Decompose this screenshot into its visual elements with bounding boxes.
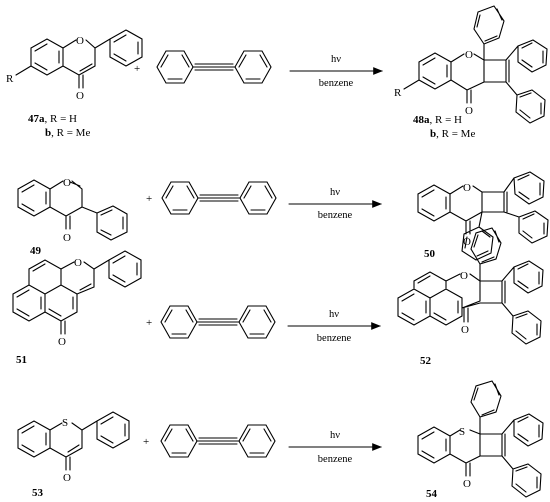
reaction-arrow: hν benzene — [289, 54, 384, 89]
compound-label-47b: b, R = Me — [45, 127, 90, 139]
arrow-condition-below: benzene — [317, 333, 352, 344]
ring-oxygen-label: O — [63, 177, 71, 189]
compound-label-53: 53 — [32, 487, 44, 499]
diphenylacetylene — [156, 50, 272, 84]
carbonyl-oxygen-label: O — [461, 324, 469, 336]
reaction-row-2: O O 49 + hν benzene O O 50 — [17, 171, 549, 261]
arrow-condition-below: benzene — [318, 210, 353, 221]
reaction-arrow: hν benzene — [287, 309, 382, 344]
compound-label-47: 47a, R = H — [28, 113, 77, 125]
flavone-47: O O R — [6, 29, 143, 102]
arrow-condition-below: benzene — [318, 454, 353, 465]
compound-label-54: 54 — [426, 488, 438, 500]
arrow-condition-above: hν — [329, 309, 339, 320]
compound-label-49: 49 — [30, 245, 42, 257]
carbonyl-oxygen-label: O — [58, 336, 66, 348]
reaction-row-1: O O R 47a, R = H b, R = Me + hν benzene … — [6, 5, 548, 140]
ring-oxygen-label: O — [74, 257, 82, 269]
carbonyl-oxygen-label: O — [76, 90, 84, 102]
carbonyl-oxygen-label: O — [63, 472, 71, 484]
carbonyl-oxygen-label: O — [463, 236, 471, 248]
carbonyl-oxygen-label: O — [63, 232, 71, 244]
substituent-label: R — [6, 73, 14, 85]
cycloadduct-48: O O R — [394, 5, 548, 124]
reaction-row-3: O O 51 + hν benzene O O 52 — [12, 227, 544, 367]
diphenylacetylene — [161, 181, 277, 215]
compound-label-51: 51 — [16, 354, 27, 366]
plus-sign: + — [146, 317, 152, 329]
ring-oxygen-label: O — [463, 182, 471, 194]
ring-oxygen-label: O — [465, 49, 473, 61]
cycloadduct-52: O O — [397, 227, 544, 345]
compound-label-48: 48a, R = H — [413, 114, 462, 126]
benzoflavone-51: O O — [12, 250, 142, 348]
plus-sign: + — [134, 63, 140, 75]
diphenylacetylene — [160, 424, 276, 458]
ring-oxygen-label: O — [460, 270, 468, 282]
ring-sulfur-label: S — [62, 417, 68, 429]
plus-sign: + — [146, 193, 152, 205]
ring-sulfur-label: S — [459, 426, 465, 438]
cycloadduct-54: S O — [417, 380, 544, 498]
compound-label-50: 50 — [424, 248, 436, 260]
compound-label-48b: b, R = Me — [430, 128, 475, 140]
arrow-condition-above: hν — [330, 430, 340, 441]
carbonyl-oxygen-label: O — [463, 478, 471, 490]
diphenylacetylene — [160, 305, 276, 339]
compound-label-52: 52 — [420, 355, 432, 367]
thioflavone-53: S O — [17, 411, 130, 484]
cycloadduct-50: O O — [417, 171, 549, 261]
reaction-arrow: hν benzene — [288, 430, 383, 465]
arrow-condition-above: hν — [331, 54, 341, 65]
isoflavone-49: O O — [17, 177, 128, 244]
ring-oxygen-label: O — [76, 35, 84, 47]
arrow-condition-above: hν — [330, 187, 340, 198]
plus-sign: + — [143, 436, 149, 448]
arrow-condition-below: benzene — [319, 78, 354, 89]
substituent-label: R — [394, 87, 402, 99]
carbonyl-oxygen-label: O — [465, 105, 473, 117]
reaction-row-4: S O 53 + hν benzene S O 54 — [17, 380, 544, 500]
reaction-arrow: hν benzene — [288, 187, 383, 221]
